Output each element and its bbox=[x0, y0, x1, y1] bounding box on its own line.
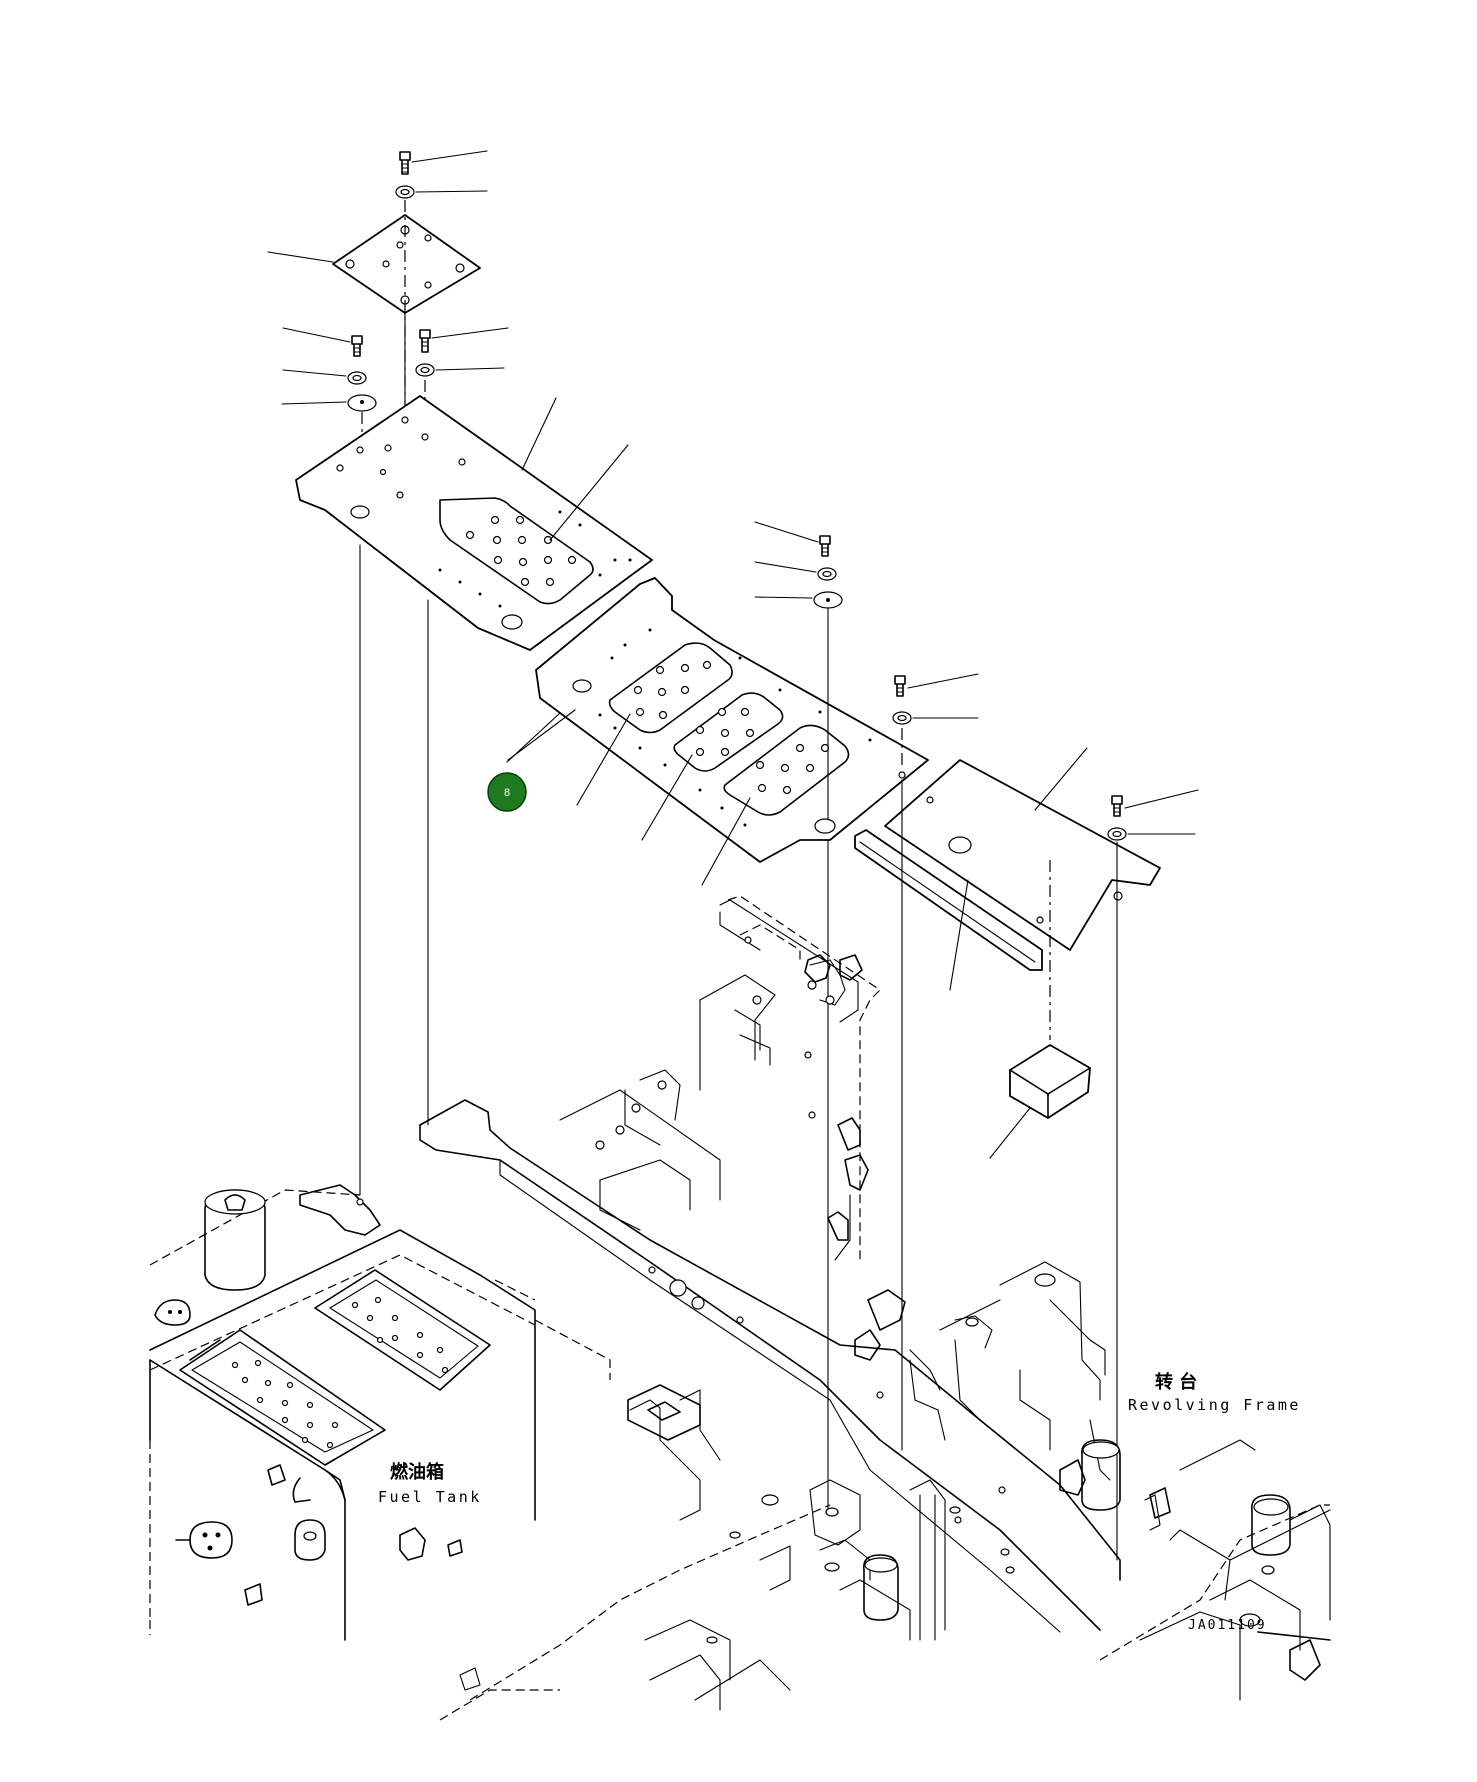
fuel-tank bbox=[149, 1184, 611, 1641]
foam-block bbox=[989, 1044, 1091, 1159]
main-beam bbox=[419, 1099, 1121, 1633]
fuel-tank-label-en: Fuel Tank bbox=[378, 1488, 482, 1506]
callout-number[interactable]: 8 bbox=[504, 787, 510, 799]
fuel-tank-label-cn: 燃油箱 bbox=[390, 1461, 444, 1483]
cover-plate-right bbox=[884, 747, 1161, 951]
perimeter-dots-middle bbox=[598, 628, 872, 827]
center-frame bbox=[559, 895, 881, 1261]
right-bolt-stack-2 bbox=[1107, 789, 1199, 841]
floor-plate-middle bbox=[507, 577, 929, 886]
top-square-plate bbox=[267, 214, 481, 314]
callout-marker[interactable]: 8 bbox=[487, 712, 561, 812]
second-bolt-stack bbox=[892, 673, 979, 725]
callout-circle[interactable] bbox=[487, 772, 527, 812]
perimeter-dots-left bbox=[438, 510, 632, 608]
left-bolt-stack bbox=[281, 327, 377, 412]
revolving-frame-label-en: Revolving Frame bbox=[1128, 1396, 1301, 1414]
revolving-frame-block bbox=[854, 1261, 1161, 1531]
pad-dots-middle bbox=[633, 660, 830, 795]
far-right-structure bbox=[1099, 1439, 1331, 1701]
tank-pad-dots bbox=[231, 1296, 449, 1449]
bottom-center-structure bbox=[439, 1384, 1015, 1721]
top-bolt-1 bbox=[399, 150, 488, 175]
floor-plate-left bbox=[295, 395, 653, 651]
pad-dots-left bbox=[465, 515, 577, 587]
drawing-code: JA011109 bbox=[1188, 1618, 1267, 1633]
middle-bolt-stack bbox=[754, 521, 843, 609]
revolving-frame-label-cn: 转 台 bbox=[1155, 1371, 1197, 1393]
top-washer-1 bbox=[395, 185, 488, 199]
right-bolt-stack bbox=[415, 327, 509, 377]
